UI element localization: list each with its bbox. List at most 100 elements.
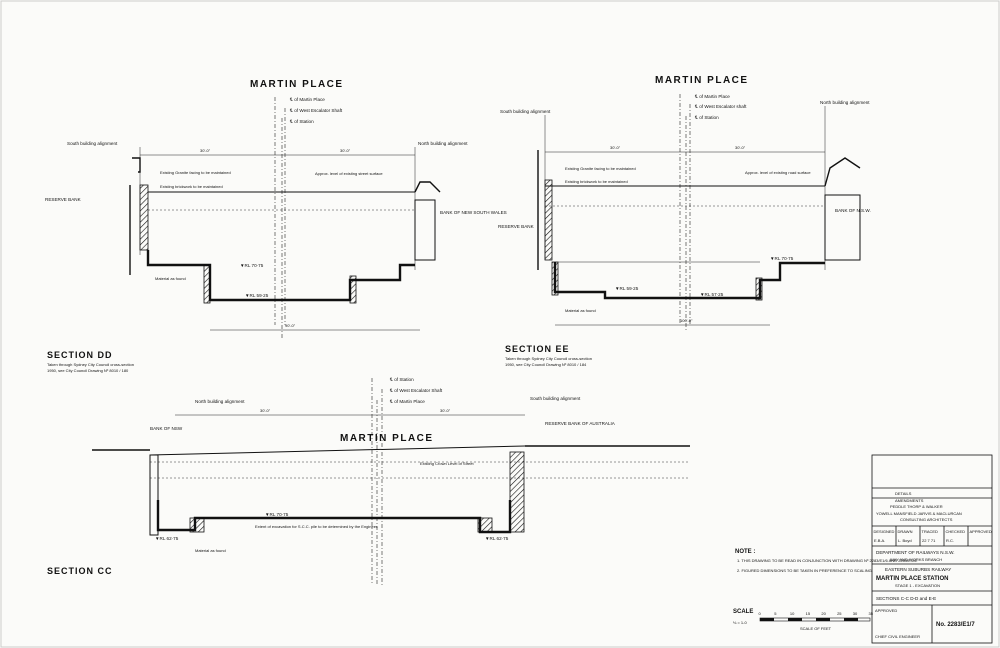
scale-tick-label: 5 <box>774 611 777 616</box>
section-cc-excavation-hatch <box>189 517 205 533</box>
title-block-row-label: TRACED <box>922 529 939 534</box>
section-ee-rl-lower: ▼RL 57·25 <box>700 292 724 297</box>
note-item-1: 1. THIS DRAWING TO BE READ IN CONJUNCTIO… <box>737 558 918 563</box>
section-ee-left-label: RESERVE BANK <box>498 224 535 229</box>
section-cc-note-material: Material as found <box>195 548 226 553</box>
title-block-firm-1: YOWELL MANSFIELD JARVIS & MACLURCAN <box>876 511 962 516</box>
section-ee-heading: MARTIN PLACE <box>655 75 749 86</box>
section-dd-right-building <box>414 199 436 261</box>
section-cc-rl-right: ▼RL 62·75 <box>485 536 509 541</box>
section-ee-axis-2: ℄ of West Escalator shaft <box>694 104 747 109</box>
section-dd-note-material: Material as found <box>155 276 186 281</box>
section-ee-right-label: BANK OF N.S.W. <box>835 208 871 213</box>
section-dd-axis-1: ℄ of Martin Place <box>289 97 325 102</box>
section-ee-axis-1: ℄ of Martin Place <box>694 94 730 99</box>
section-cc-left-label: BANK OF NSW <box>150 426 183 431</box>
section-dd: MARTIN PLACE ℄ of Martin Place ℄ of West… <box>45 79 507 373</box>
section-ee-rl-mid: ▼RL 59·25 <box>615 286 639 291</box>
title-block-row-value: L. Boyd <box>898 538 912 543</box>
title-block-row-label: APPROVED <box>970 529 992 534</box>
section-ee: MARTIN PLACE ℄ of Martin Place ℄ of West… <box>498 75 871 367</box>
section-ee-north-alignment: North building alignment <box>820 100 870 105</box>
section-ee-right-building <box>824 194 861 261</box>
section-ee-note-brickwork: Existing brickwork to be maintained <box>565 179 628 184</box>
title-block-row-label: CHECKED <box>946 529 966 534</box>
title-block-station: MARTIN PLACE STATION <box>876 576 948 582</box>
title-block-engineer: CHIEF CIVIL ENGINEER <box>875 634 920 639</box>
section-ee-note-road: Approx. level of existing road surface <box>745 170 811 175</box>
section-cc-excavation-outline <box>156 500 512 534</box>
scale-tick-label: 20 <box>821 611 826 616</box>
title-block-stage: STAGE 1 - EXCAVATION <box>895 583 940 588</box>
section-ee-subtitle-2: 1950, see City Council Drawing Nº 8010 /… <box>505 362 587 367</box>
section-dd-excavation-hatch <box>349 275 357 304</box>
title-block-details: DETAILS <box>895 491 912 496</box>
section-ee-excavation-hatch <box>755 277 763 301</box>
section-dd-subtitle-1: Taken through Sydney City Council cross-… <box>47 362 134 367</box>
title-block-row-value: 22 7 71 <box>922 538 936 543</box>
section-dd-rl-lower: ▼RL 59·25 <box>245 293 269 298</box>
title-block-branch: WAY AND WORKS BRANCH <box>890 557 942 562</box>
section-dd-excavation-outline <box>146 250 415 302</box>
section-dd-rl-upper: ▼RL 70·75 <box>240 263 264 268</box>
section-cc-dim-right: 30'-0" <box>440 408 451 413</box>
section-dd-axis-2: ℄ of West Escalator Shaft <box>289 108 343 113</box>
section-cc-north-alignment: North building alignment <box>195 399 245 404</box>
section-cc-south-alignment: South building alignment <box>530 396 581 401</box>
title-block: DETAILS AMENDMENTS PEDDLE THORP & WALKER… <box>871 454 993 644</box>
section-ee-south-alignment: South building alignment <box>500 109 551 114</box>
section-dd-left-wall-hatch <box>139 184 149 251</box>
section-cc-right-label: RESERVE BANK OF AUSTRALIA <box>545 421 616 426</box>
title-block-row-label: DESIGNED <box>874 529 895 534</box>
section-dd-right-label: BANK OF NEW SOUTH WALES <box>440 210 507 215</box>
scale-tick-label: 0 <box>759 611 762 616</box>
section-dd-left-label: RESERVE BANK <box>45 197 82 202</box>
scale-ratio: ⅛ = 1-0 <box>733 620 747 625</box>
section-dd-heading: MARTIN PLACE <box>250 79 344 90</box>
section-dd-note-granite: Existing Granite facing to be maintained <box>160 170 231 175</box>
scale-bar-segment <box>844 618 858 621</box>
title-block-department: DEPARTMENT OF RAILWAYS N.S.W. <box>876 550 955 555</box>
section-cc-title: SECTION CC <box>47 566 113 576</box>
section-dd-left-facade <box>132 157 141 173</box>
section-ee-excavation-hatch <box>551 261 559 296</box>
section-dd-title: SECTION DD <box>47 350 113 360</box>
note-item-2: 2. FIGURED DIMENSIONS TO BE TAKEN IN PRE… <box>737 568 873 573</box>
scale-bar-segment <box>788 618 802 621</box>
title-block-amendments: AMENDMENTS <box>895 498 924 503</box>
section-dd-excavation-hatch <box>203 264 211 304</box>
title-block-row-value: R.C. <box>946 538 954 543</box>
section-ee-left-wall-hatch <box>544 179 553 261</box>
section-dd-dim-right: 30'-0" <box>340 148 351 153</box>
section-cc-rl-upper: ▼RL 70·75 <box>265 512 289 517</box>
section-dd-axis-3: ℄ of Station <box>289 119 314 124</box>
title-block-signature-row: DESIGNED E.B.A. DRAWN L. Boyd TRACED 22 7 71 C… <box>874 526 992 546</box>
section-cc-left-wall <box>149 454 159 536</box>
scale-caption: SCALE OF FEET <box>800 626 832 631</box>
title-block-row-value: E.B.A. <box>874 538 885 543</box>
title-block-architects: PEDDLE THORP & WALKER <box>890 504 943 509</box>
section-ee-right-stair <box>824 157 861 187</box>
section-ee-dim-right: 30'-0" <box>735 145 746 150</box>
section-ee-dim-left: 30'-0" <box>610 145 621 150</box>
title-block-railway: EASTERN SUBURBS RAILWAY <box>885 567 951 572</box>
section-dd-north-alignment: North building alignment <box>418 141 468 146</box>
scale-bar-segment <box>760 618 774 621</box>
title-block-firm-2: CONSULTING ARCHITECTS <box>900 517 953 522</box>
title-block-approved: APPROVED <box>875 608 897 613</box>
scale-label: SCALE <box>733 609 753 615</box>
section-cc-axis-1: ℄ of Station <box>389 377 414 382</box>
section-dd-right-stair <box>414 181 441 193</box>
title-block-sheet-title: SECTIONS C-C D-D and E-E <box>876 596 936 601</box>
section-cc-heading: MARTIN PLACE <box>340 433 434 444</box>
section-ee-axis-3: ℄ of Station <box>694 115 719 120</box>
section-ee-note-material: Material as found <box>565 308 596 313</box>
section-cc-dim-left: 30'-0" <box>260 408 271 413</box>
section-dd-dim-left: 30'-0" <box>200 148 211 153</box>
title-block-row-label: DRAWN <box>898 529 913 534</box>
section-ee-subtitle-1: Taken through Sydney City Council cross-… <box>505 356 592 361</box>
